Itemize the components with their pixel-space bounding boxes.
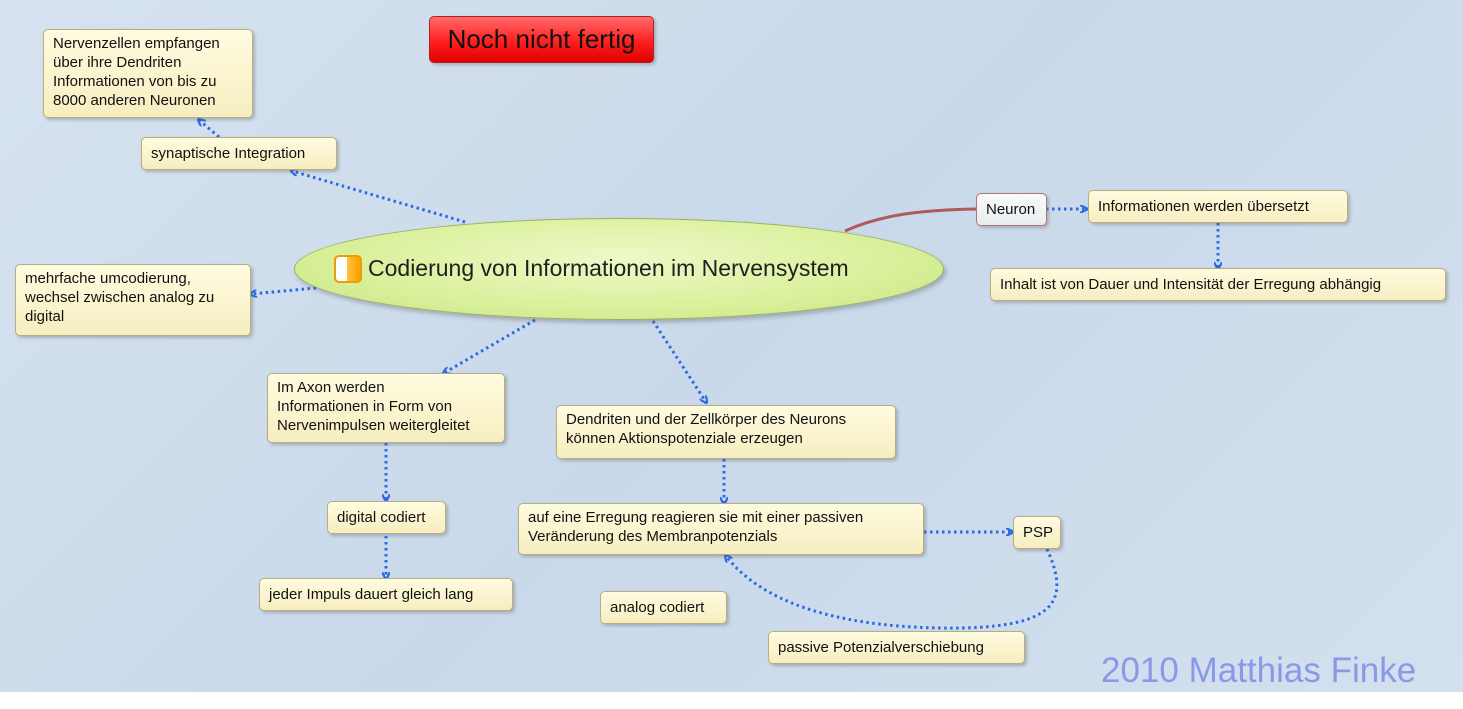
link-to-neuron [844, 207, 977, 233]
topic-passive[interactable]: passive Potenzialverschiebung [768, 631, 1025, 664]
topic-line: Informationen in Form von [277, 398, 453, 415]
bottom-strip [0, 692, 1463, 709]
topic-line: Informationen von bis zu [53, 73, 217, 90]
topic-line: passive Potenzialverschiebung [778, 639, 984, 656]
topic-axon[interactable]: Im Axon werden Informationen in Form von… [267, 373, 505, 443]
topic-line: Inhalt ist von Dauer und Intensität der … [1000, 276, 1382, 293]
topic-digital[interactable]: digital codiert [327, 501, 446, 534]
topic-line: über ihre Dendriten [53, 54, 182, 71]
topic-psp[interactable]: PSP [1013, 516, 1061, 549]
topic-line: PSP [1023, 524, 1054, 541]
topic-line: Im Axon werden [277, 379, 385, 396]
topic-line: Informationen werden übersetzt [1098, 198, 1309, 215]
status-banner: Noch nicht fertig [429, 16, 654, 63]
topic-line: können Aktionspotenziale erzeugen [566, 430, 803, 447]
author-signature: 2010 Matthias Finke [1101, 651, 1417, 690]
topic-nervenzellen[interactable]: Nervenzellen empfangen über ihre Dendrit… [43, 29, 253, 118]
topic-erregung[interactable]: auf eine Erregung reagieren sie mit eine… [518, 503, 924, 555]
topic-line: Nervenzellen empfangen [53, 35, 220, 52]
topic-impuls[interactable]: jeder Impuls dauert gleich lang [259, 578, 513, 611]
link-to-axon [444, 318, 536, 373]
topic-line: auf eine Erregung reagieren sie mit eine… [528, 509, 864, 526]
topic-line: jeder Impuls dauert gleich lang [269, 586, 474, 603]
link-to-dendriten [651, 320, 706, 402]
topic-inhalt[interactable]: Inhalt ist von Dauer und Intensität der … [990, 268, 1446, 301]
topic-line: analog codiert [610, 599, 705, 616]
link-to-nervenzellen [199, 120, 220, 139]
topic-synaptische[interactable]: synaptische Integration [141, 137, 337, 170]
topic-line: Neuron [986, 201, 1036, 218]
topic-line: digital codiert [337, 509, 426, 526]
topic-dendriten[interactable]: Dendriten und der Zellkörper des Neurons… [556, 405, 896, 459]
topic-line: Veränderung des Membranpotenzials [528, 528, 778, 545]
topic-line: 8000 anderen Neuronen [53, 92, 216, 109]
topic-line: Dendriten und der Zellkörper des Neurons [566, 411, 847, 428]
topic-line: synaptische Integration [151, 145, 306, 162]
topic-uebersetzt[interactable]: Informationen werden übersetzt [1088, 190, 1348, 223]
link-to-umcodierung [251, 286, 317, 294]
note-icon [334, 255, 362, 283]
topic-line: Nervenimpulsen weitergleitet [277, 417, 470, 434]
topic-line: wechsel zwischen analog zu [25, 289, 215, 306]
central-topic-label: Codierung von Informationen im Nervensys… [368, 255, 849, 281]
topic-neuron[interactable]: Neuron [976, 193, 1047, 226]
central-topic[interactable] [294, 218, 944, 320]
topic-analog[interactable]: analog codiert [600, 591, 727, 624]
link-to-synaptische [292, 171, 466, 224]
topic-umcodierung[interactable]: mehrfache umcodierung, wechsel zwischen … [15, 264, 251, 336]
link-passive-to-erregung [726, 548, 1059, 630]
topic-line: mehrfache umcodierung, [25, 270, 191, 287]
topic-line: digital [25, 308, 65, 325]
